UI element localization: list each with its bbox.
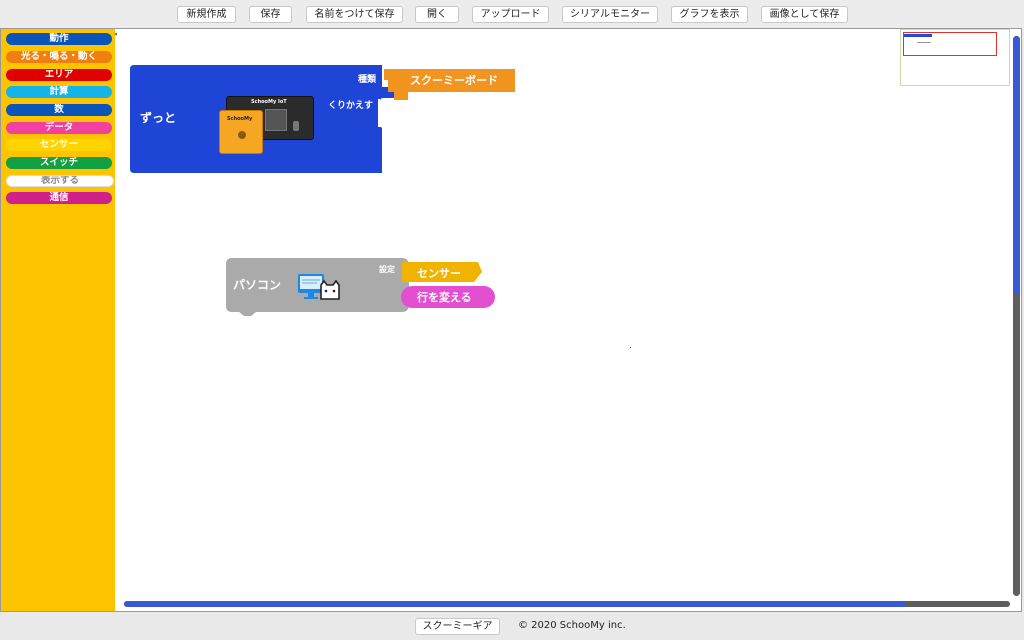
open-button[interactable]: 開く bbox=[415, 6, 459, 23]
footer: スクーミーギア © 2020 SchooMy inc. bbox=[0, 612, 1024, 640]
board-value[interactable]: スクーミーボード bbox=[410, 74, 498, 87]
category-calc[interactable]: 計算 bbox=[6, 86, 112, 98]
forever-label: ずっと bbox=[140, 111, 177, 125]
category-sensor[interactable]: センサー bbox=[6, 139, 112, 151]
save-as-image-button[interactable]: 画像として保存 bbox=[761, 6, 848, 23]
toolbar: 新規作成 保存 名前をつけて保存 開く アップロード シリアルモニター グラフを… bbox=[0, 0, 1024, 28]
category-area[interactable]: エリア bbox=[6, 69, 112, 81]
schoomy-gear-button[interactable]: スクーミーギア bbox=[415, 618, 500, 635]
category-switch[interactable]: スイッチ bbox=[6, 157, 112, 169]
serial-monitor-button[interactable]: シリアルモニター bbox=[562, 6, 658, 23]
pc-label: パソコン bbox=[233, 278, 282, 292]
board-selector[interactable] bbox=[380, 68, 518, 102]
category-display[interactable]: 表示する bbox=[6, 175, 114, 187]
vertical-scrollbar[interactable] bbox=[1013, 36, 1020, 596]
schoomy-chip-image: SchooMy bbox=[219, 110, 263, 154]
canvas-dot bbox=[630, 347, 631, 348]
category-communication[interactable]: 通信 bbox=[6, 192, 112, 204]
minimap-block bbox=[904, 34, 932, 37]
horizontal-scrollbar[interactable] bbox=[124, 601, 1010, 607]
minimap-line bbox=[917, 42, 931, 43]
pc-monitor-cat-icon bbox=[298, 274, 340, 300]
new-button[interactable]: 新規作成 bbox=[177, 6, 236, 23]
upload-button[interactable]: アップロード bbox=[472, 6, 549, 23]
minimap[interactable] bbox=[900, 29, 1010, 86]
block-palette: 動作 光る・鳴る・動く エリア 計算 数 データ センサー スイッチ 表示する … bbox=[1, 29, 115, 611]
category-number[interactable]: 数 bbox=[6, 104, 112, 116]
minimap-viewport[interactable] bbox=[903, 32, 997, 56]
category-motion[interactable]: 動作 bbox=[6, 33, 112, 45]
save-as-button[interactable]: 名前をつけて保存 bbox=[306, 6, 403, 23]
sensor-value[interactable]: センサー bbox=[417, 267, 461, 280]
sensor-value-block[interactable] bbox=[402, 262, 484, 284]
newline-block[interactable] bbox=[401, 286, 495, 308]
collapse-arrow-icon[interactable]: ◀ bbox=[114, 30, 119, 38]
show-graph-button[interactable]: グラフを表示 bbox=[671, 6, 748, 23]
category-data[interactable]: データ bbox=[6, 122, 112, 134]
kind-label: 種類 bbox=[358, 75, 377, 85]
newline-label: 行を変える bbox=[417, 291, 472, 304]
setting-label: 設定 bbox=[379, 265, 395, 274]
repeat-label: くりかえす bbox=[328, 101, 374, 111]
category-light-sound-move[interactable]: 光る・鳴る・動く bbox=[6, 51, 112, 63]
copyright-text: © 2020 SchooMy inc. bbox=[518, 620, 626, 631]
save-button[interactable]: 保存 bbox=[249, 6, 292, 23]
